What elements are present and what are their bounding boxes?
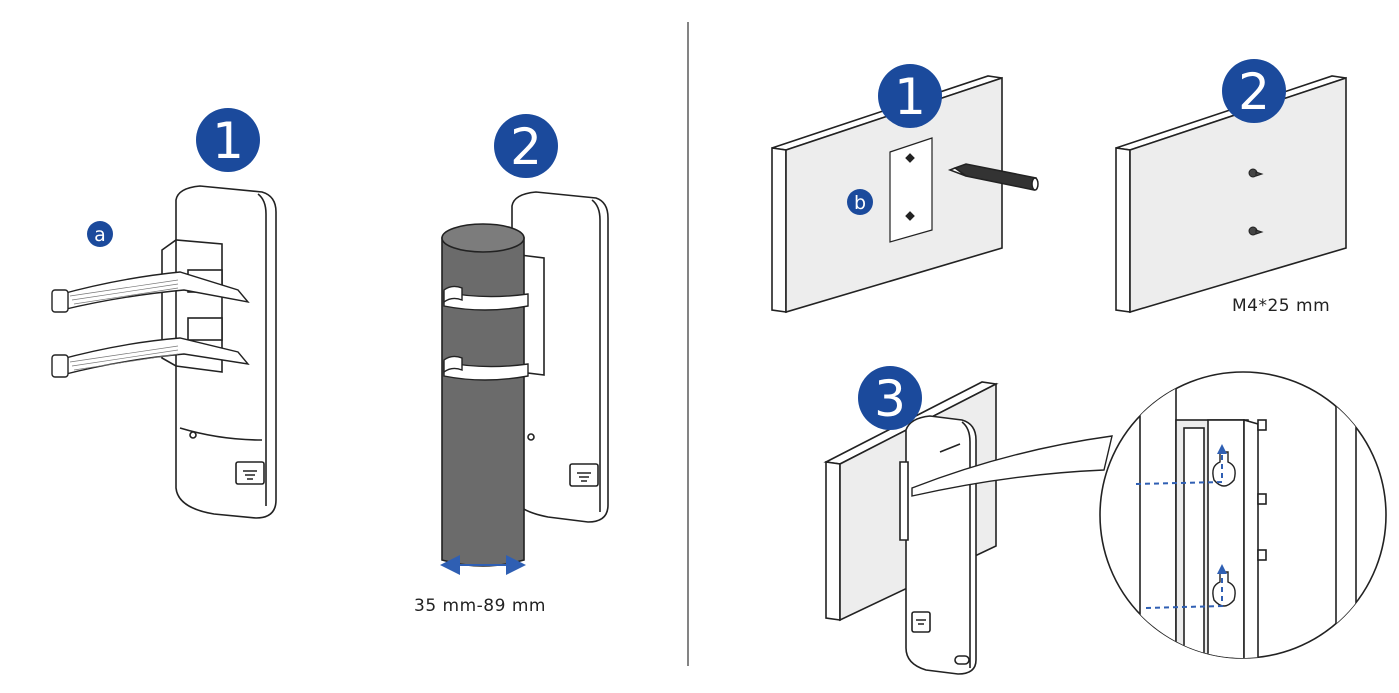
svg-text:2: 2 bbox=[1238, 63, 1270, 121]
step-2-badge-right: 2 bbox=[1222, 59, 1286, 123]
device-step2 bbox=[511, 191, 609, 523]
mounting-template bbox=[889, 137, 933, 243]
zoom-detail bbox=[1099, 371, 1387, 659]
screw-icon bbox=[1248, 168, 1264, 236]
cable-tie-icon bbox=[51, 271, 250, 378]
guide-line-upper bbox=[1135, 452, 1223, 485]
step-3-badge: 3 bbox=[858, 366, 922, 430]
guide-line-lower bbox=[1145, 572, 1223, 609]
pole-cable-ties bbox=[443, 285, 529, 381]
zoom-callout bbox=[911, 435, 1113, 497]
svg-text:1: 1 bbox=[894, 68, 926, 126]
keyhole-icon bbox=[1212, 451, 1236, 607]
svg-text:1: 1 bbox=[212, 112, 244, 170]
svg-text:3: 3 bbox=[874, 370, 906, 428]
pencil-icon bbox=[947, 163, 1039, 191]
step-2-badge-left: 2 bbox=[494, 114, 558, 178]
cable-tie-badge: a bbox=[87, 221, 113, 247]
screw-size-label: M4*25 mm bbox=[1232, 296, 1330, 316]
device-step3 bbox=[899, 415, 977, 675]
template-badge: b bbox=[847, 189, 873, 215]
step-1-badge-left: 1 bbox=[196, 108, 260, 172]
svg-text:a: a bbox=[94, 224, 106, 246]
pole-diameter-label: 35 mm-89 mm bbox=[414, 596, 546, 616]
svg-text:b: b bbox=[854, 192, 866, 214]
pole bbox=[441, 223, 525, 567]
svg-text:2: 2 bbox=[510, 118, 542, 176]
step-1-badge-right: 1 bbox=[878, 64, 942, 128]
